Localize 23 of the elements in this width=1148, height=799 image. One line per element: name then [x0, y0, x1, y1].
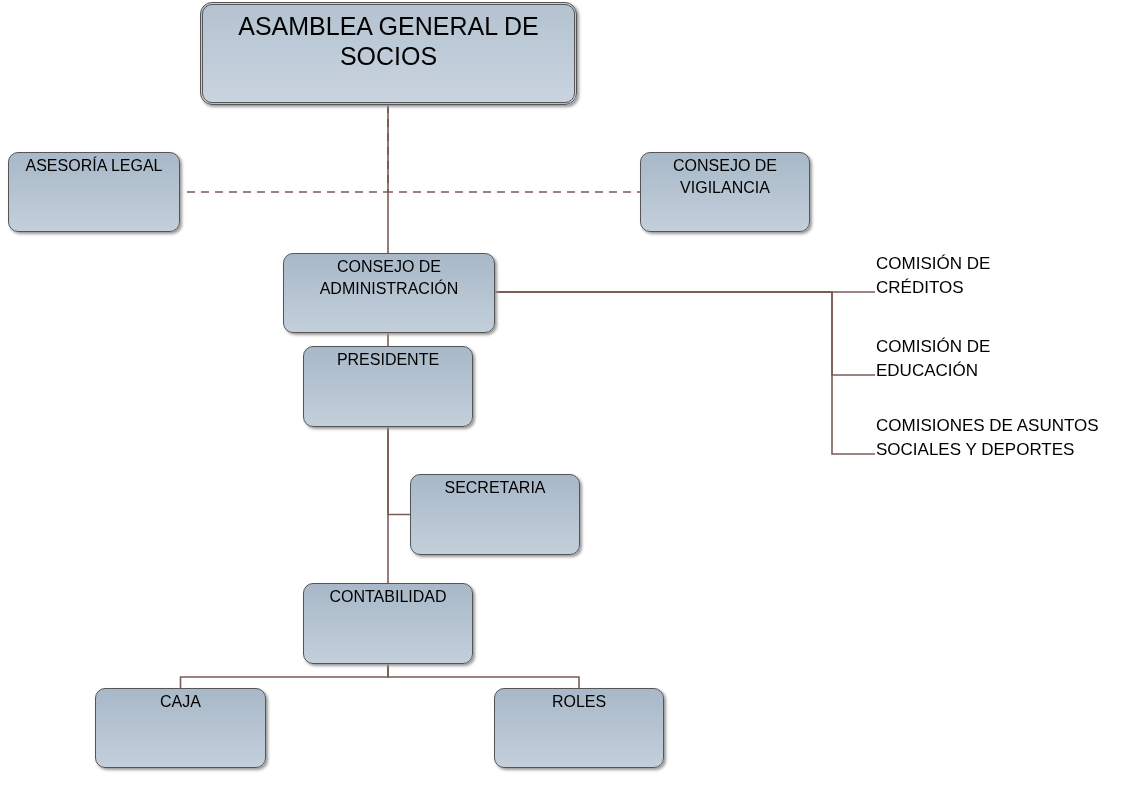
- unit-label: CONSEJO DE VIGILANCIA: [672, 156, 778, 198]
- dashed-connector: [387, 104, 641, 193]
- unit-label: ROLES: [551, 692, 607, 712]
- assembly-box: [200, 2, 577, 105]
- org-unit-box: [283, 253, 495, 333]
- unit-label: PRESIDENTE: [336, 350, 440, 370]
- org-unit-box: [494, 688, 664, 768]
- unit-label: CAJA: [160, 692, 201, 712]
- unit-label: ASAMBLEA GENERAL DE SOCIOS: [237, 11, 540, 71]
- org-unit-box: [410, 474, 580, 555]
- unit-label: ASESORÍA LEGAL: [25, 155, 163, 176]
- connector-line: [387, 426, 389, 584]
- org-unit-box: [303, 583, 473, 664]
- unit-label: CONSEJO DE ADMINISTRACIÓN: [318, 257, 460, 299]
- org-unit-box: [640, 152, 810, 232]
- connector-line: [387, 663, 580, 689]
- unit-label: SECRETARIA: [444, 478, 546, 498]
- org-unit-box: [95, 688, 266, 768]
- connector-line: [494, 291, 876, 455]
- unit-label: CONTABILIDAD: [329, 587, 447, 607]
- org-unit-box: [303, 346, 473, 427]
- connector-line: [387, 332, 389, 347]
- org-unit-box: [8, 152, 180, 232]
